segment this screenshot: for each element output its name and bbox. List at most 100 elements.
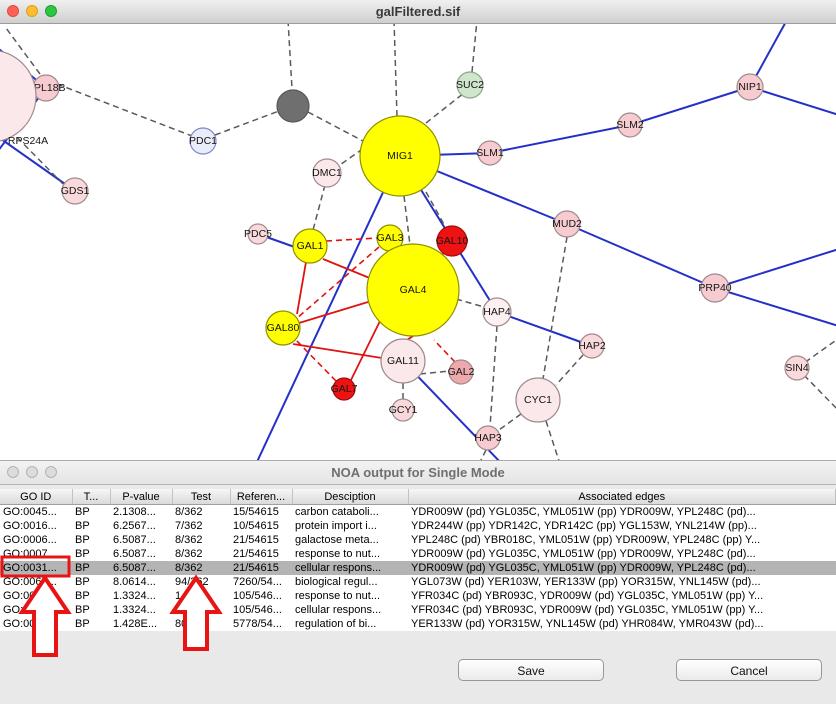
node-HAP4[interactable] — [482, 297, 512, 327]
minimize-button[interactable] — [26, 466, 38, 478]
cell-associated-edges: YDR244W (pp) YDR142C, YDR142C (pp) YGL15… — [411, 520, 757, 532]
cell-description: biological regul... — [295, 576, 378, 588]
node-GCY1[interactable] — [391, 398, 415, 422]
node-GAL80[interactable] — [265, 310, 301, 346]
table-header-row: GO ID T... P-value Test Referen... Desci… — [0, 489, 836, 505]
node-SUC2[interactable] — [456, 71, 484, 99]
column-header-type[interactable]: T... — [72, 489, 111, 505]
cell-go-id: GO:0007... — [3, 548, 57, 560]
edge-pd — [214, 110, 280, 136]
column-header-description[interactable]: Desciption — [292, 489, 409, 505]
node-RPS24A[interactable] — [0, 50, 37, 142]
column-header-associated-edges[interactable]: Associated edges — [408, 489, 836, 505]
cancel-button[interactable]: Cancel — [676, 659, 822, 681]
close-button[interactable] — [7, 5, 19, 17]
node-GAL11[interactable] — [380, 338, 426, 384]
cell-reference: 21/54615 — [230, 561, 292, 575]
cell-test: 14/362 — [175, 604, 209, 616]
cell-p-value: 1.3324... — [113, 590, 156, 602]
save-button[interactable]: Save — [458, 659, 604, 681]
edge-pp — [629, 86, 751, 126]
cell-type: BP — [75, 618, 90, 630]
cell-description: response to nut... — [295, 548, 380, 560]
node-PRP40[interactable] — [700, 273, 730, 303]
node-MIG1[interactable] — [359, 115, 441, 197]
cell-reference: 105/546... — [233, 590, 282, 602]
cell-go-id: GO:0031... — [0, 561, 72, 575]
cell-reference: 5778/54... — [233, 618, 282, 630]
cell-description: response to nut... — [295, 590, 380, 602]
node-GAL10[interactable] — [436, 225, 468, 257]
noa-result-table: GO ID T... P-value Test Referen... Desci… — [0, 489, 836, 631]
node-NIP1[interactable] — [736, 73, 764, 101]
cell-test: 94/362 — [175, 576, 209, 588]
minimize-button[interactable] — [26, 5, 38, 17]
edge-pd — [419, 370, 451, 375]
edge-red — [292, 343, 383, 359]
cell-associated-edges: YGL073W (pd) YER103W, YER133W (pp) YOR31… — [411, 576, 761, 588]
node-PDC1[interactable] — [189, 127, 217, 155]
node-unlabeled[interactable] — [276, 89, 310, 123]
cell-description: regulation of bi... — [295, 618, 377, 630]
edge-pd — [489, 325, 498, 428]
node-DMC1[interactable] — [312, 158, 342, 188]
cell-p-value: 1.3324... — [113, 604, 156, 616]
cell-type: BP — [75, 604, 90, 616]
node-GAL2[interactable] — [448, 359, 474, 385]
edge-pd — [56, 83, 193, 137]
cell-type: BP — [75, 548, 90, 560]
column-header-test[interactable]: Test — [172, 489, 231, 505]
edge-pp — [256, 155, 401, 460]
node-SLM2[interactable] — [617, 112, 643, 138]
node-GAL4[interactable] — [366, 243, 460, 337]
zoom-button[interactable] — [45, 466, 57, 478]
node-GAL7[interactable] — [332, 377, 356, 401]
node-GDS1[interactable] — [61, 177, 89, 205]
close-button[interactable] — [7, 466, 19, 478]
edge-pd — [393, 24, 398, 117]
column-header-reference[interactable]: Referen... — [230, 489, 293, 505]
cell-test: 8/362 — [175, 534, 203, 546]
zoom-button[interactable] — [45, 5, 57, 17]
edge-pd — [471, 24, 478, 73]
node-MUD2[interactable] — [553, 210, 581, 238]
node-SLM1[interactable] — [477, 140, 503, 166]
node-CYC1[interactable] — [515, 377, 561, 423]
cell-go-id: GO:0031... — [3, 604, 57, 616]
cell-go-id: GO:0065... — [3, 576, 57, 588]
cell-test: 14/362 — [175, 590, 209, 602]
node-SIN4[interactable] — [784, 355, 810, 381]
noa-window-titlebar[interactable]: NOA output for Single Mode — [0, 461, 836, 485]
edge-pd — [498, 413, 522, 431]
edge-pd — [403, 195, 411, 246]
node-GAL1[interactable] — [292, 228, 328, 264]
cell-reference: 10/54615 — [233, 520, 279, 532]
node-HAP2[interactable] — [579, 333, 605, 359]
node-PDC5[interactable] — [247, 223, 269, 245]
cell-description: cellular respons... — [292, 561, 408, 575]
graph-window-titlebar[interactable]: galFiltered.sif — [0, 0, 836, 24]
cell-test: 8/362 — [175, 548, 203, 560]
node-RPL18B[interactable] — [32, 74, 60, 102]
column-header-go-id[interactable]: GO ID — [0, 489, 73, 505]
column-header-p-value[interactable]: P-value — [110, 489, 173, 505]
cell-p-value: 6.5087... — [110, 561, 172, 575]
edge-pp — [714, 248, 836, 289]
cell-associated-edges: YER133W (pd) YOR315W, YNL145W (pd) YHR08… — [411, 618, 764, 630]
edge-pd — [542, 236, 568, 380]
cell-type: BP — [75, 576, 90, 588]
node-HAP3[interactable] — [475, 425, 501, 451]
cell-go-id: GO:0045... — [3, 506, 57, 518]
